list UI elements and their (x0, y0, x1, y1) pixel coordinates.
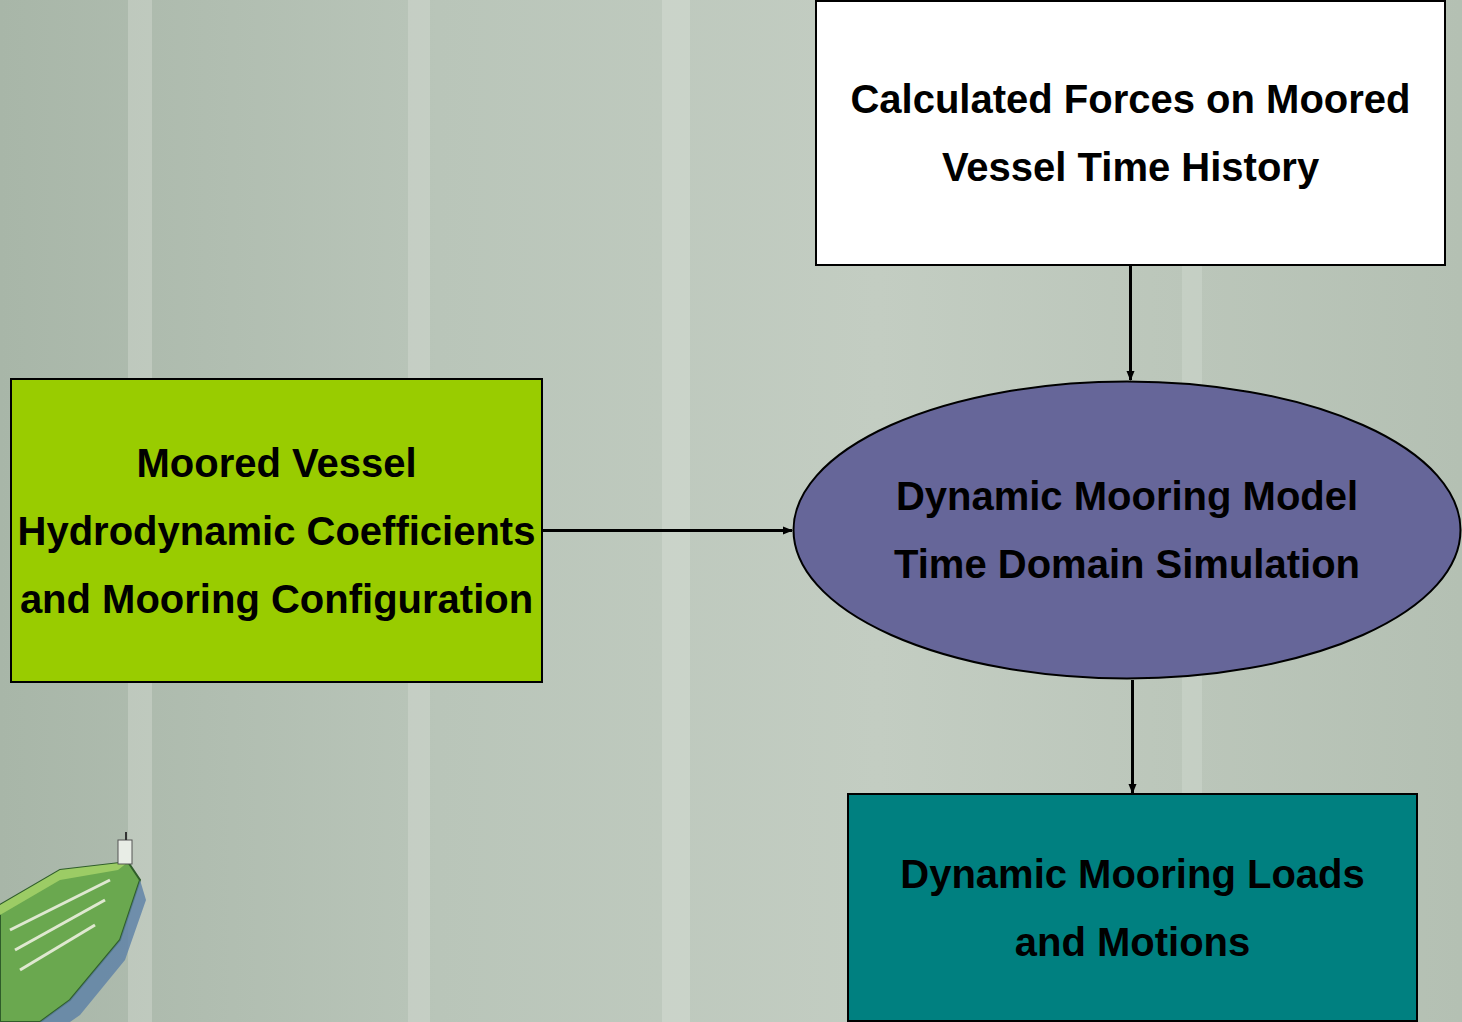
node-label: Moored Vessel Hydrodynamic Coefficients … (16, 429, 537, 633)
arrow-connector (543, 529, 792, 532)
node-label: Dynamic Mooring Model Time Domain Simula… (892, 462, 1362, 598)
output-box: Dynamic Mooring Loads and Motions (847, 793, 1418, 1022)
node-label: Dynamic Mooring Loads and Motions (877, 840, 1388, 976)
input-box: Calculated Forces on Moored Vessel Time … (815, 0, 1446, 266)
stripe (662, 0, 690, 1022)
arrow-connector (1129, 266, 1132, 380)
process-ellipse: Dynamic Mooring Model Time Domain Simula… (792, 380, 1462, 680)
ellipse-outline (792, 380, 1462, 680)
arrow-connector (1131, 680, 1134, 793)
node-label: Calculated Forces on Moored Vessel Time … (845, 65, 1416, 201)
ship-illustration (0, 832, 146, 1022)
input-box: Moored Vessel Hydrodynamic Coefficients … (10, 378, 543, 683)
